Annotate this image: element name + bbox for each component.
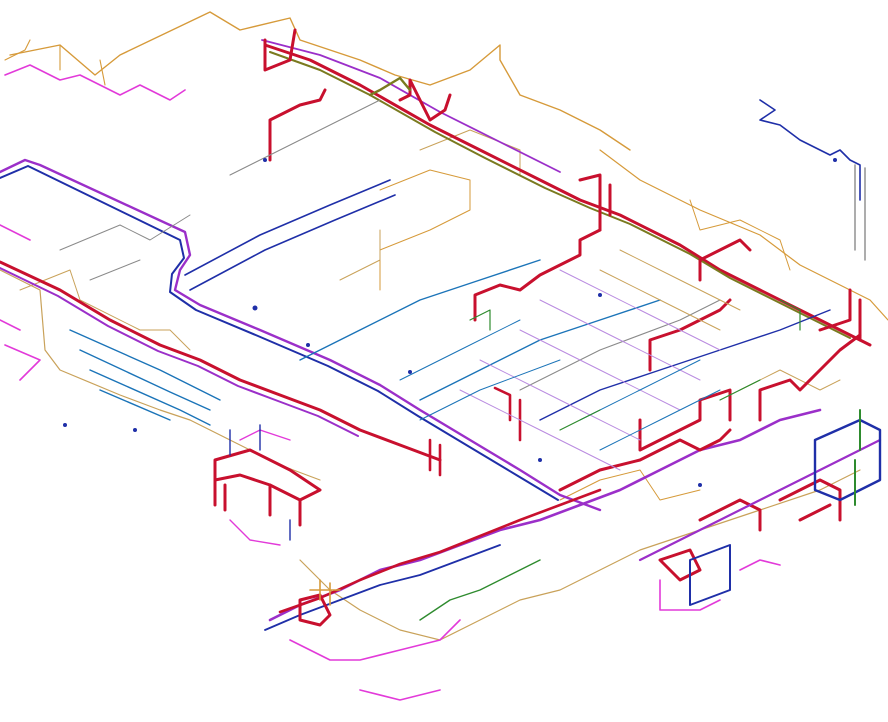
- hvac-duct-outline: [0, 11, 888, 641]
- valve-marker: [598, 293, 602, 297]
- red-south-cluster: [298, 593, 332, 627]
- purple-se-loop: [638, 438, 882, 562]
- blue-run-east: [539, 309, 831, 421]
- red-se-frame-2: [638, 388, 732, 452]
- tan-mesh: [339, 229, 741, 331]
- blue-ne-riser: [759, 99, 861, 201]
- red-riser-b: [268, 88, 327, 162]
- valve-marker: [133, 428, 137, 432]
- teal-mesh: [399, 319, 721, 451]
- south-runs: [264, 408, 822, 701]
- red-equipment-legs: [213, 478, 302, 527]
- distribution-mesh: [339, 229, 801, 471]
- magenta-south-loop: [289, 619, 461, 701]
- valve-marker: [833, 158, 837, 162]
- duct-branch-3: [689, 199, 791, 271]
- red-se-frame-4: [778, 478, 842, 522]
- valve-marker: [538, 458, 542, 462]
- central-red-risers: [428, 173, 862, 477]
- duct-branch-1: [379, 169, 471, 291]
- valve-marker: [408, 370, 412, 374]
- gray-ne-riser: [854, 164, 866, 261]
- olive-bend: [368, 76, 412, 97]
- green-mesh: [469, 299, 801, 431]
- red-riser-mid-1: [473, 228, 602, 322]
- green-se-riser: [854, 409, 861, 506]
- olive-main-diagonal: [269, 51, 851, 339]
- purple-south-main: [268, 408, 822, 622]
- red-se-frame-1: [558, 428, 732, 492]
- lilac-mesh: [459, 269, 721, 471]
- duct-run-east: [599, 149, 888, 321]
- red-south-main: [278, 488, 602, 614]
- gray-run-central: [229, 99, 721, 391]
- orange-nw-branch: [4, 39, 106, 86]
- red-riser-east-1: [698, 238, 752, 282]
- duct-run-south: [299, 469, 861, 641]
- red-riser-east-2: [758, 333, 862, 422]
- southeast-equipment-cluster: [558, 388, 882, 611]
- blue-cluster-pipes: [229, 424, 291, 541]
- central-blue-runs: [184, 99, 831, 421]
- blue-main-loop: [0, 165, 559, 501]
- gray-nw-branch: [59, 214, 191, 281]
- blue-run-2: [189, 194, 396, 291]
- blue-run-1: [184, 179, 391, 276]
- teal-west-branches: [69, 329, 221, 426]
- red-equipment-frame: [213, 448, 322, 502]
- duct-branch-5: [559, 469, 701, 501]
- main-supply-loop: [0, 158, 602, 512]
- magenta-loop-return: [0, 224, 41, 381]
- red-west-main: [0, 260, 442, 462]
- red-riser-east-3: [818, 288, 862, 342]
- west-red-main: [0, 260, 442, 462]
- duct-branch-4: [19, 269, 191, 351]
- magenta-se-pipes: [659, 559, 781, 611]
- valve-marker: [252, 305, 258, 311]
- green-south-branch: [419, 559, 541, 621]
- duct-run-north: [9, 11, 631, 151]
- diagonal-mains: [261, 28, 872, 347]
- red-riser-c: [398, 78, 452, 122]
- red-riser-mid-2: [578, 173, 612, 232]
- purple-west-main: [0, 267, 359, 437]
- valve-marker: [263, 158, 267, 162]
- valve-marker: [63, 423, 67, 427]
- northwest-branches: [4, 39, 191, 281]
- orange-south-risers: [309, 579, 341, 606]
- northeast-riser: [759, 99, 866, 261]
- magenta-nw-branch: [4, 64, 186, 101]
- west-equipment-cluster: [213, 424, 322, 546]
- red-box-mid-2: [428, 438, 442, 477]
- purple-main-loop: [0, 158, 602, 512]
- valve-marker: [698, 483, 702, 487]
- duct-run-west: [0, 269, 321, 481]
- blue-se-box: [689, 544, 731, 606]
- red-riser-a: [263, 28, 297, 72]
- valve-markers: [63, 158, 837, 487]
- valve-marker: [306, 343, 310, 347]
